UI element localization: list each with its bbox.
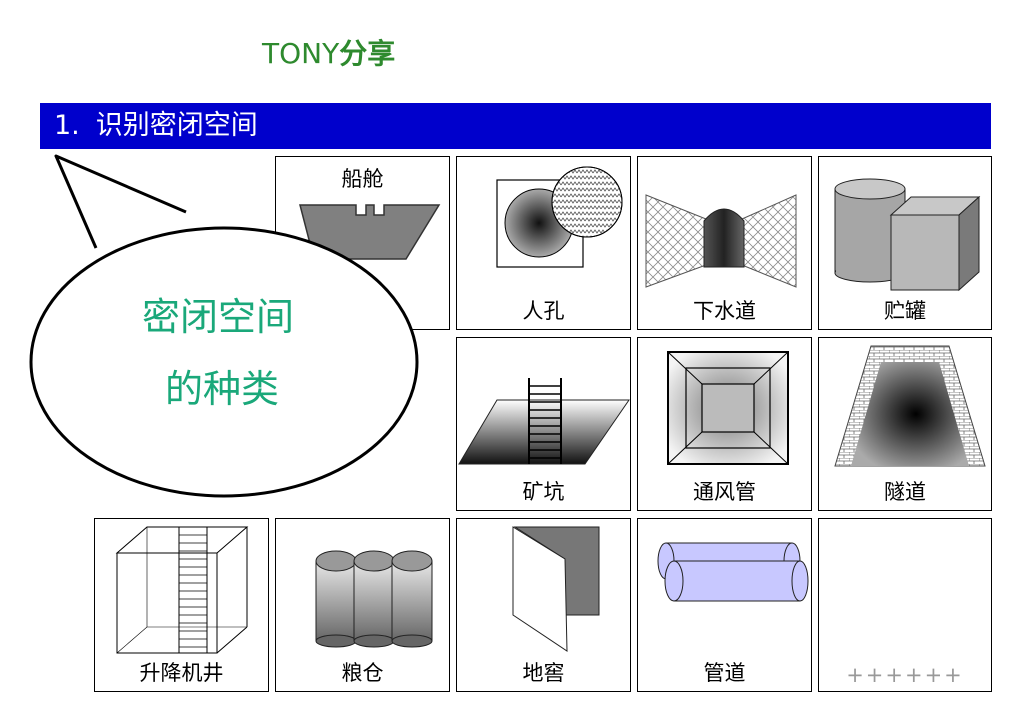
pipeline-icon: [657, 542, 809, 602]
tile-sewer: 下水道: [637, 156, 812, 330]
tile-label: 船舱: [341, 167, 384, 191]
bubble-text-line1: 密闭空间: [141, 295, 294, 339]
tile-storage-tank: 贮罐: [818, 156, 992, 330]
tile-granary: 粮仓: [275, 518, 450, 692]
section-number: 1.: [54, 110, 80, 141]
tile-label: 矿坑: [522, 480, 565, 504]
bubble-text-line2: 的种类: [164, 367, 279, 411]
tile-label: ++++++: [846, 663, 964, 687]
tile-ventilation-duct: 通风管: [637, 337, 812, 511]
tile-label: 通风管: [693, 480, 756, 504]
header-title-suffix: 分享: [339, 37, 396, 70]
manhole-icon: [496, 166, 623, 268]
tile-label: 地窖: [522, 661, 565, 685]
tile-label: 人孔: [522, 299, 565, 323]
page-header-title: TONY分享: [262, 32, 395, 72]
tile-tunnel: 隧道: [818, 337, 992, 511]
mine-pit-icon: [458, 378, 630, 465]
tile-label: 下水道: [693, 299, 756, 323]
tile-manhole: 人孔: [456, 156, 631, 330]
tile-label: 隧道: [884, 480, 926, 504]
header-title-prefix: TONY: [262, 37, 340, 70]
tile-label: 贮罐: [884, 299, 926, 323]
speech-bubble: [29, 154, 419, 498]
section-banner: 1. 识别密闭空间: [40, 103, 991, 149]
tile-label: 粮仓: [341, 661, 384, 685]
tunnel-icon: [834, 345, 986, 467]
granary-icon: [315, 550, 433, 648]
tile-label: 升降机井: [139, 661, 224, 685]
storage-tank-icon: [834, 178, 981, 292]
cellar-icon: [512, 526, 600, 652]
tile-more: ++++++: [818, 518, 992, 692]
section-title: 识别密闭空间: [95, 110, 258, 141]
tile-label: 管道: [703, 661, 746, 685]
tile-mine-pit: 矿坑: [456, 337, 631, 511]
tile-cellar: 地窖: [456, 518, 631, 692]
elevator-shaft-icon: [115, 526, 249, 654]
ship-cabin-icon: [299, 204, 441, 260]
sewer-icon: [645, 194, 797, 288]
ventilation-duct-icon: [667, 351, 789, 465]
tile-pipeline: 管道: [637, 518, 812, 692]
tile-elevator-shaft: 升降机井: [94, 518, 269, 692]
